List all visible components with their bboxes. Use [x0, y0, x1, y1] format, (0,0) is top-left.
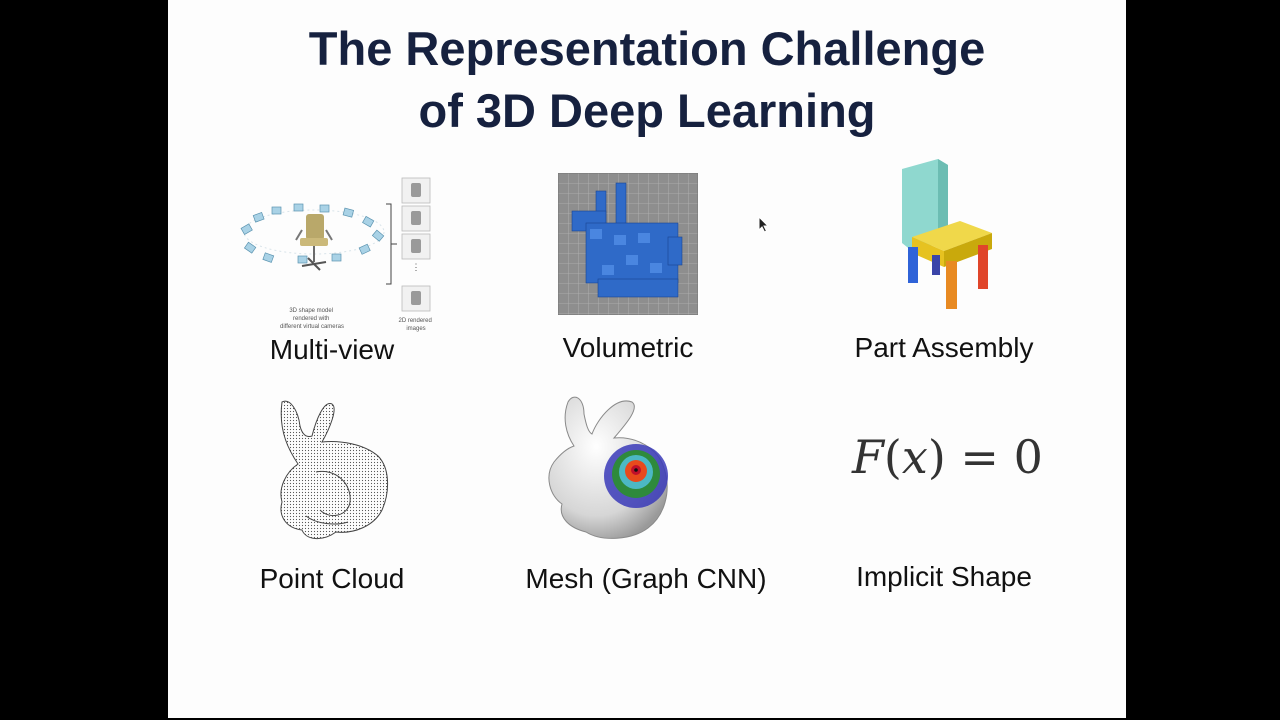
- implicit-label: Implicit Shape: [856, 561, 1032, 592]
- svg-text:2D rendered images: 2D rendered images: [398, 318, 433, 332]
- title-line-1: The Representation Challenge: [308, 22, 986, 75]
- formula-close-paren: ): [927, 430, 946, 484]
- volumetric-bunny-figure: [558, 173, 698, 315]
- part-assembly-chair-figure: [902, 159, 992, 309]
- point-cloud-label: Point Cloud: [259, 563, 405, 594]
- chair-icon: [295, 214, 333, 271]
- implicit-formula: F(x) = 0: [852, 430, 1043, 484]
- formula-x: x: [901, 430, 928, 484]
- mesh-bunny-figure: [548, 396, 668, 539]
- volumetric-label: Volumetric: [562, 332, 694, 363]
- formula-F: F: [852, 430, 884, 484]
- svg-text:3D shape model rendered wi: 3D shape model rendered with different v…: [280, 308, 344, 330]
- slide-title: The Representation Challenge of 3D Deep …: [168, 18, 1126, 142]
- formula-open-paren: (: [883, 430, 902, 484]
- mesh-label: Mesh (Graph CNN): [525, 563, 767, 594]
- point-cloud-bunny-figure: [280, 400, 388, 539]
- multiview-figure: ⋮ 3D shape model rendered with different…: [240, 177, 433, 332]
- formula-equals-zero: = 0: [945, 430, 1043, 484]
- part-assembly-label: Part Assembly: [854, 332, 1034, 363]
- multiview-label: Multi-view: [269, 334, 395, 365]
- svg-text:⋮: ⋮: [412, 262, 421, 272]
- mouse-cursor-icon: [758, 216, 770, 233]
- slide: The Representation Challenge of 3D Deep …: [168, 0, 1126, 718]
- title-line-2: of 3D Deep Learning: [418, 84, 876, 137]
